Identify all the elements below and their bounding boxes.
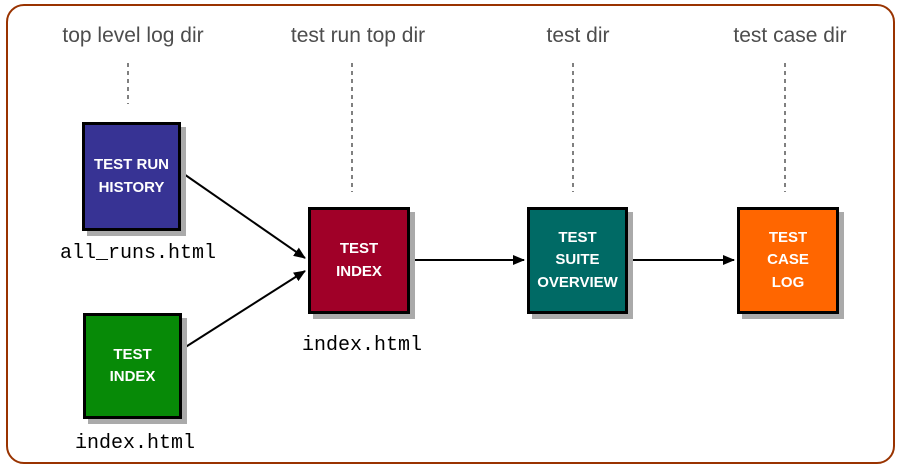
column-header-test-dir: test dir: [546, 24, 610, 47]
column-header-top-level-log-dir: top level log dir: [62, 24, 204, 47]
file-label-top-index-html: index.html: [75, 432, 196, 455]
node-test-case-log-label: TEST CASE LOG: [767, 228, 809, 291]
node-test-run-history-label: TEST RUN HISTORY: [94, 156, 169, 196]
file-label-all-runs-html: all_runs.html: [60, 242, 217, 265]
node-test-index-run: TEST INDEX: [308, 207, 410, 314]
node-test-run-history: TEST RUN HISTORY: [82, 122, 181, 231]
column-header-test-run-top-dir: test run top dir: [290, 24, 426, 47]
node-test-suite-overview: TEST SUITE OVERVIEW: [527, 207, 628, 314]
node-test-suite-overview-label: TEST SUITE OVERVIEW: [537, 228, 618, 291]
node-test-index-top-level: TEST INDEX: [83, 313, 182, 419]
column-header-test-case-dir: test case dir: [733, 24, 847, 47]
node-test-index-run-label: TEST INDEX: [336, 240, 382, 280]
node-test-case-log: TEST CASE LOG: [737, 207, 839, 314]
arrow-greenindex-to-index: [183, 270, 306, 349]
file-label-run-index-html: index.html: [302, 334, 423, 357]
arrow-history-to-index: [180, 171, 306, 259]
node-test-index-top-level-label: TEST INDEX: [109, 345, 156, 386]
